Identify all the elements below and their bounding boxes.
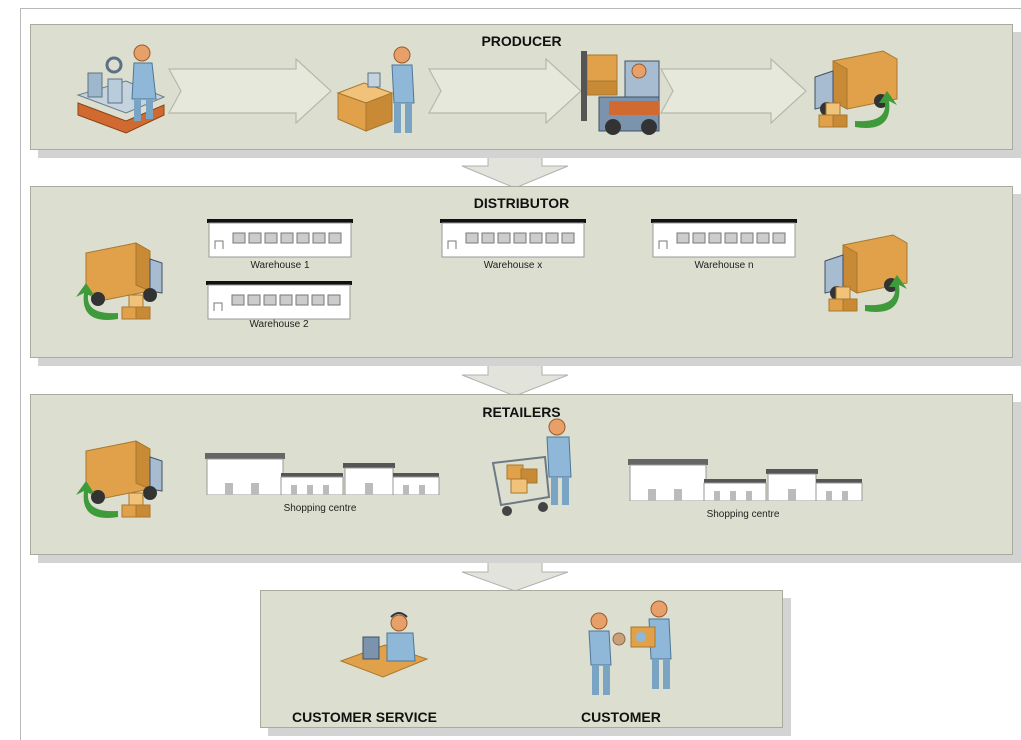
customer-panel: CUSTOMER SERVICE CUSTOMER bbox=[260, 590, 783, 728]
warehouse-2-icon bbox=[206, 281, 352, 320]
producer-title: PRODUCER bbox=[481, 33, 562, 49]
packing-worker-icon bbox=[336, 46, 415, 133]
producer-panel: PRODUCER bbox=[30, 24, 1013, 150]
retailers-title: RETAILERS bbox=[482, 404, 561, 420]
down-arrow-3 bbox=[461, 552, 569, 592]
customer-service-agent-icon bbox=[339, 612, 429, 678]
warehouse-n-label: Warehouse n bbox=[694, 260, 754, 271]
distributor-title: DISTRIBUTOR bbox=[473, 195, 570, 211]
shopping-centre-label: Shopping centre bbox=[283, 503, 357, 514]
factory-worker-icon bbox=[76, 44, 166, 134]
down-arrow-2 bbox=[461, 355, 569, 397]
customer-label: CUSTOMER bbox=[581, 709, 661, 725]
delivery-truck-icon bbox=[814, 50, 898, 128]
shopping-centre-icon bbox=[628, 459, 863, 501]
customer-people-icon bbox=[588, 600, 672, 695]
warehouse-1-icon bbox=[207, 219, 353, 258]
delivery-truck-icon bbox=[76, 440, 163, 518]
delivery-truck-icon bbox=[76, 242, 163, 320]
shopping-centre-icon bbox=[205, 453, 440, 495]
delivery-truck-icon bbox=[824, 234, 908, 312]
warehouse-2-label: Warehouse 2 bbox=[249, 319, 309, 330]
forklift-icon bbox=[581, 51, 660, 135]
warehouse-x-icon bbox=[440, 219, 586, 258]
frame-top-line bbox=[20, 8, 1021, 9]
shopper-with-cart-icon bbox=[491, 418, 572, 516]
frame-left-line bbox=[20, 8, 21, 740]
customer-service-label: CUSTOMER SERVICE bbox=[292, 709, 437, 725]
warehouse-x-label: Warehouse x bbox=[483, 260, 543, 271]
warehouse-n-icon bbox=[651, 219, 797, 258]
distributor-panel: DISTRIBUTOR Warehouse 1 Warehouse x bbox=[30, 186, 1013, 358]
flow-arrows bbox=[167, 57, 807, 125]
shopping-centre-label: Shopping centre bbox=[706, 509, 780, 520]
warehouse-1-label: Warehouse 1 bbox=[250, 260, 310, 271]
down-arrow-1 bbox=[461, 147, 569, 189]
retailers-panel: RETAILERS Shopping centre bbox=[30, 394, 1013, 555]
